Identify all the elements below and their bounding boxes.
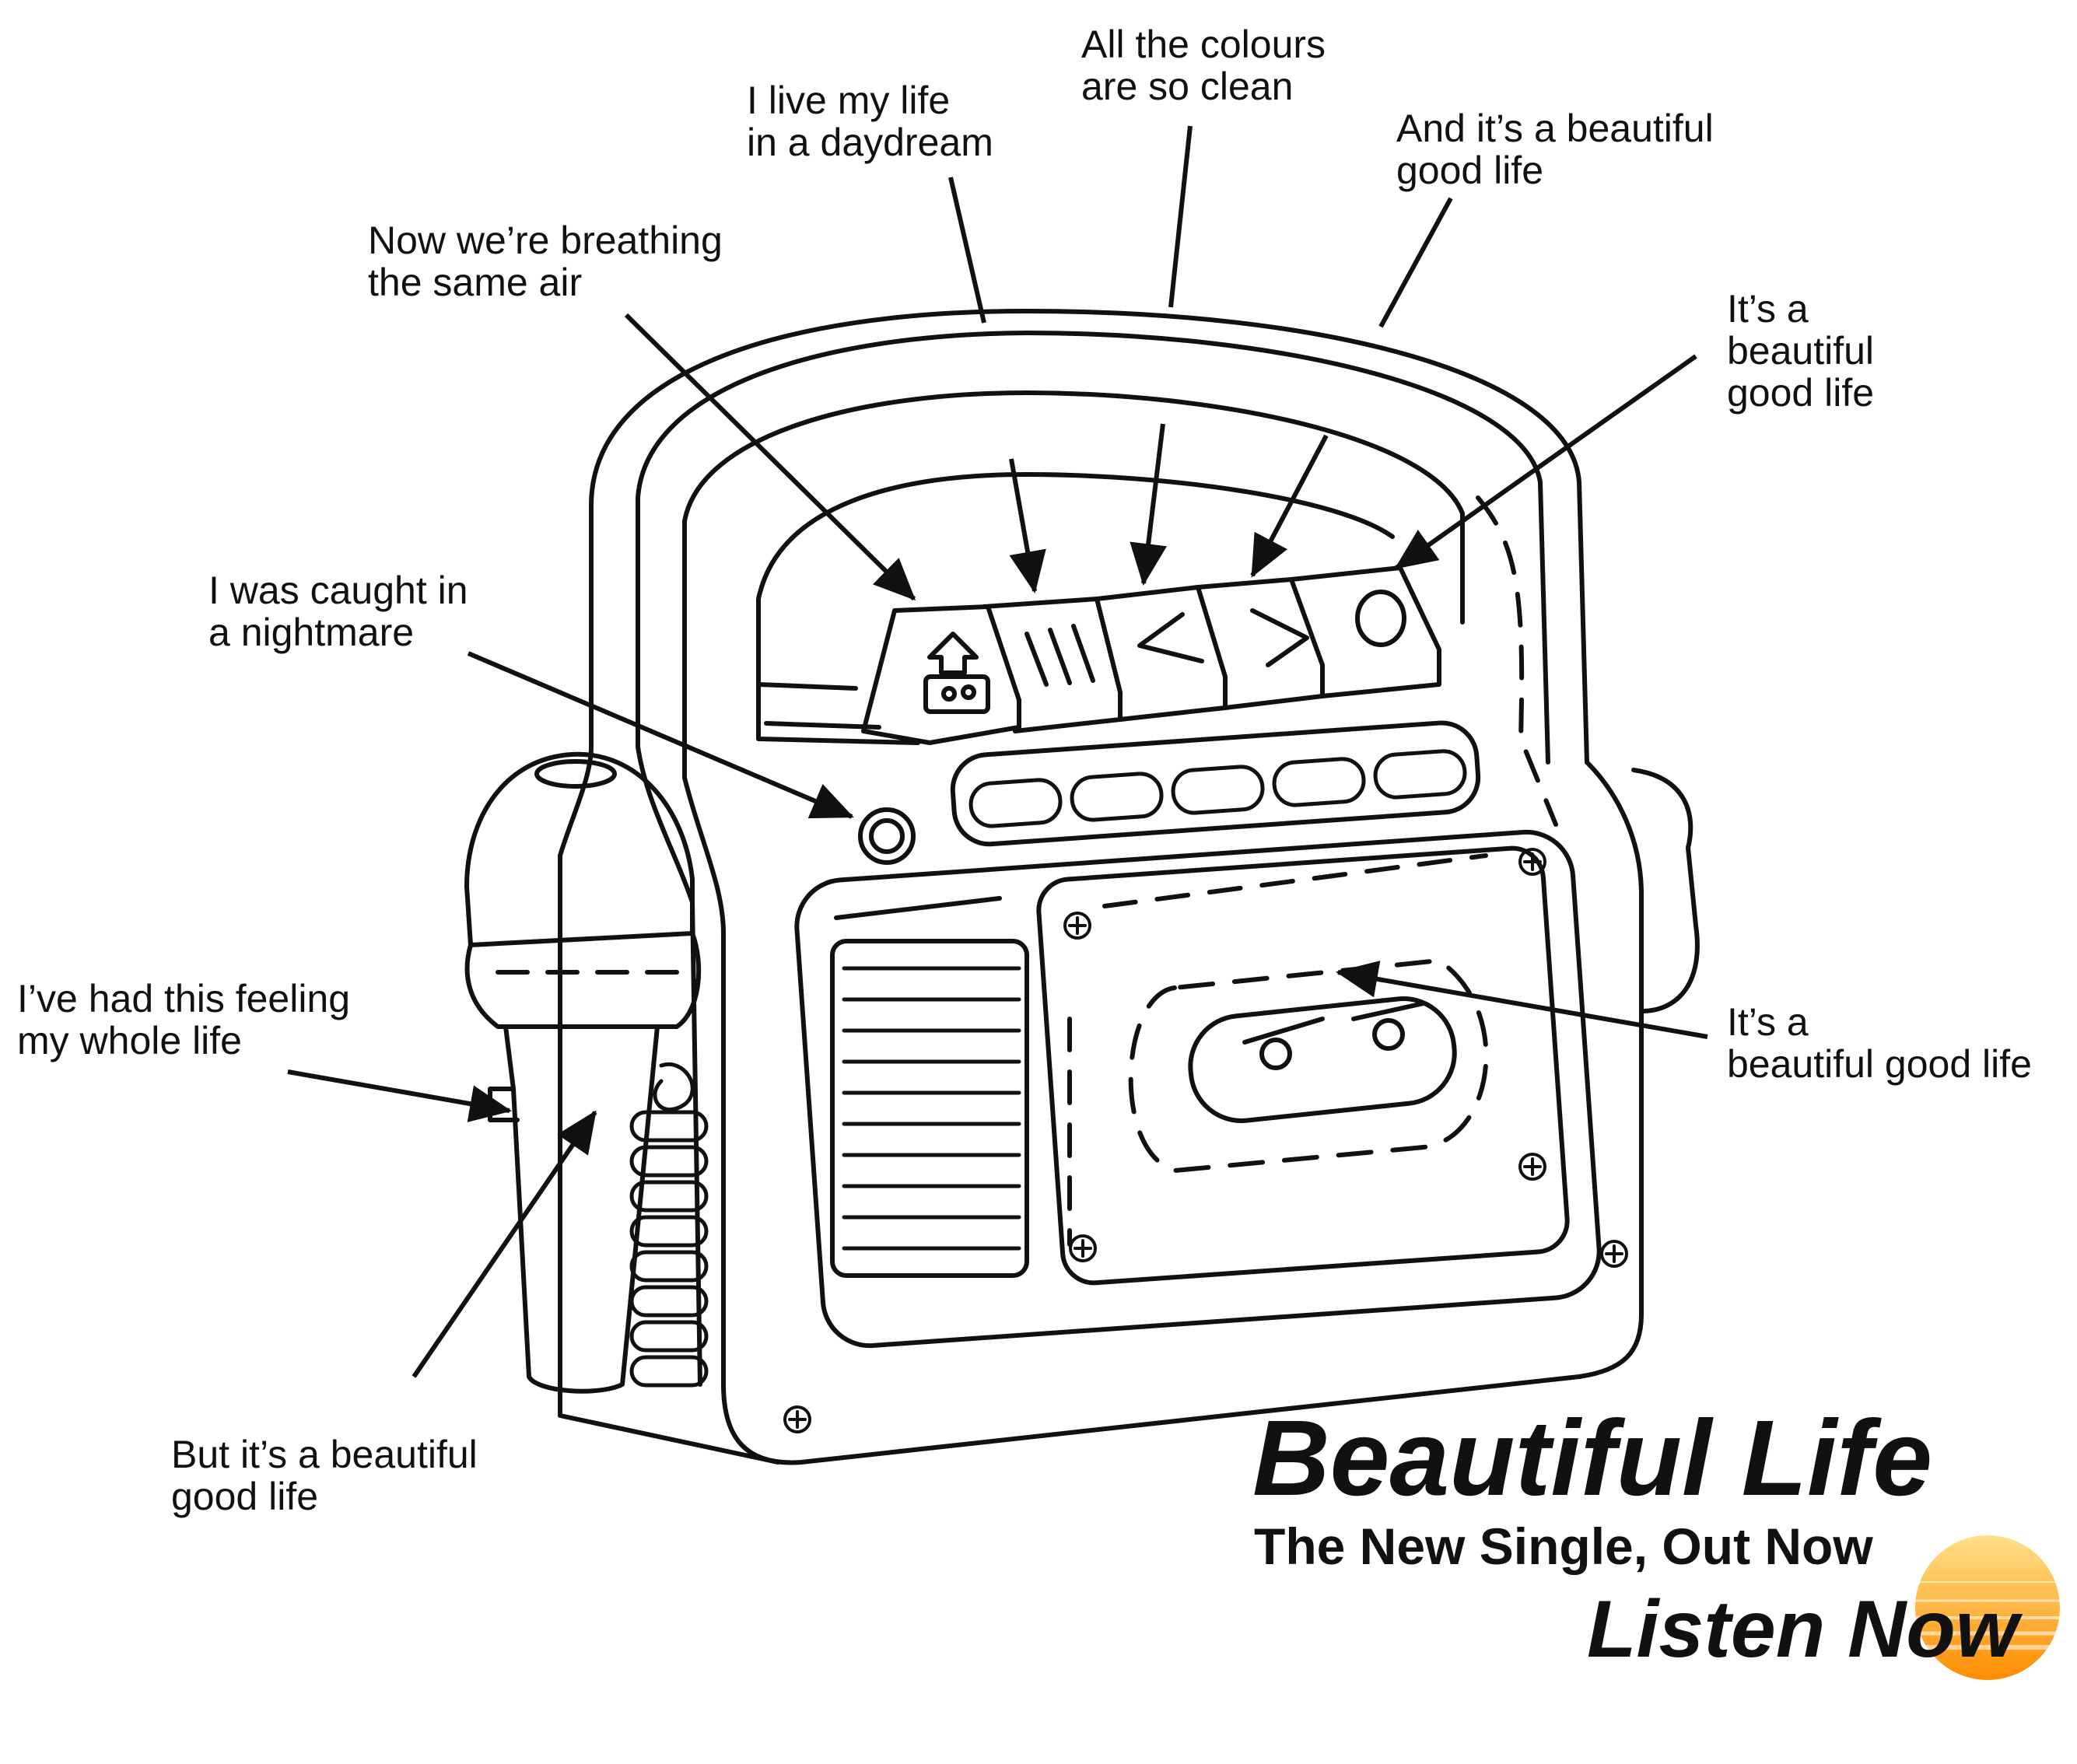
microphone-icon xyxy=(464,751,702,1394)
lyric-l1-line1: I live my life xyxy=(747,79,951,122)
eject-icon xyxy=(861,604,1021,745)
body-left-side xyxy=(558,503,780,1465)
lyric-l3-line1: And it’s a beautiful xyxy=(1396,107,1714,150)
small-round-button xyxy=(858,807,916,865)
leader-arrow-l4 xyxy=(624,313,916,601)
lyric-l8-line2: beautiful good life xyxy=(1727,1042,2032,1086)
top-deck xyxy=(756,597,920,745)
lyric-l4-line2: the same air xyxy=(368,261,583,304)
lyric-l5: It’s a beautiful good life xyxy=(1727,288,1874,414)
reel-bar xyxy=(1242,1001,1426,1045)
lyric-l4: Now we’re breathing the same air xyxy=(368,219,723,303)
lyric-l5-line3: good life xyxy=(1727,371,1875,415)
leader-arrow-l6 xyxy=(467,651,854,819)
lyric-l6: I was caught in a nightmare xyxy=(208,569,468,653)
coiled-cord xyxy=(629,1062,709,1388)
handle-mid xyxy=(636,331,1550,765)
leader-line-l2 xyxy=(1168,125,1193,308)
leader-arrow-l8 xyxy=(1336,961,1708,1039)
lyric-l8: It’s a beautiful good life xyxy=(1727,1001,2032,1085)
grille-rule xyxy=(834,896,1002,920)
leader-arrow-l5 xyxy=(1394,354,1697,570)
promo-title: Beautiful Life xyxy=(1252,1398,1933,1518)
lyric-l3-line2: good life xyxy=(1396,149,1544,192)
sun-icon xyxy=(1915,1535,2060,1680)
cassette-oval-dash xyxy=(1128,958,1489,1173)
leader-lines xyxy=(287,125,1708,1378)
record-icon xyxy=(1289,565,1441,698)
rewind-icon xyxy=(1095,585,1228,722)
lyric-l2: All the colours are so clean xyxy=(1081,23,1326,107)
right-knob xyxy=(1631,768,1700,1013)
forward-icon xyxy=(1196,577,1325,710)
leader-arrow-l7 xyxy=(287,1069,512,1122)
reel-left xyxy=(1259,1038,1292,1070)
lyric-l1: I live my life in a daydream xyxy=(747,79,993,163)
leader-arrow-l9 xyxy=(412,1110,597,1378)
lyric-l9: But it’s a beautiful good life xyxy=(171,1433,478,1517)
small-round-button-inner xyxy=(869,818,905,854)
leader-arrow-l3 xyxy=(1250,434,1329,578)
pause-icon xyxy=(982,597,1123,733)
lyric-l5-line2: beautiful xyxy=(1727,329,1875,373)
handle-inner xyxy=(682,390,1465,625)
slot-pills xyxy=(968,749,1467,828)
lyric-l1-line2: in a daydream xyxy=(747,121,993,164)
leader-line-l3 xyxy=(1378,197,1453,328)
lyric-l9-line1: But it’s a beautiful xyxy=(171,1433,478,1476)
inner-panel xyxy=(794,829,1602,1349)
leader-arrow-l2 xyxy=(1130,423,1167,586)
lyric-l6-line2: a nightmare xyxy=(208,611,415,654)
lyric-l5-line1: It’s a xyxy=(1727,287,1809,331)
handle-inner2 xyxy=(756,472,1395,601)
handle-outer xyxy=(589,309,1589,765)
lyric-l8-line1: It’s a xyxy=(1727,1000,1809,1044)
cassette-window xyxy=(1036,845,1570,1286)
listen-now-link[interactable]: Listen Now xyxy=(1587,1584,2019,1675)
leader-line-l1 xyxy=(948,177,986,324)
body-left-side-2 xyxy=(636,495,702,1387)
lyric-l2-line1: All the colours xyxy=(1081,23,1326,66)
lyric-l7: I’ve had this feeling my whole life xyxy=(17,978,350,1062)
speaker-grille xyxy=(830,939,1029,1278)
promo-subtitle: The New Single, Out Now xyxy=(1254,1517,1873,1575)
reel-right xyxy=(1372,1018,1405,1051)
grille-slats xyxy=(842,966,1021,1251)
lyric-l7-line1: I’ve had this feeling xyxy=(17,977,351,1020)
side-dash xyxy=(1476,495,1558,827)
cassette-dash-top xyxy=(1102,853,1488,908)
lyric-l4-line1: Now we’re breathing xyxy=(368,219,723,262)
lyric-l9-line2: good life xyxy=(171,1475,319,1518)
body-front xyxy=(682,519,1644,1465)
leader-arrow-l1 xyxy=(1009,458,1046,593)
lyric-l7-line2: my whole life xyxy=(17,1019,242,1062)
lyric-l3: And it’s a beautiful good life xyxy=(1396,107,1714,191)
slot-bar xyxy=(950,720,1481,847)
screws xyxy=(783,848,1628,1433)
lyric-l6-line1: I was caught in xyxy=(208,569,468,612)
cassette-icon xyxy=(1188,996,1457,1123)
lyric-l2-line2: are so clean xyxy=(1081,65,1294,108)
